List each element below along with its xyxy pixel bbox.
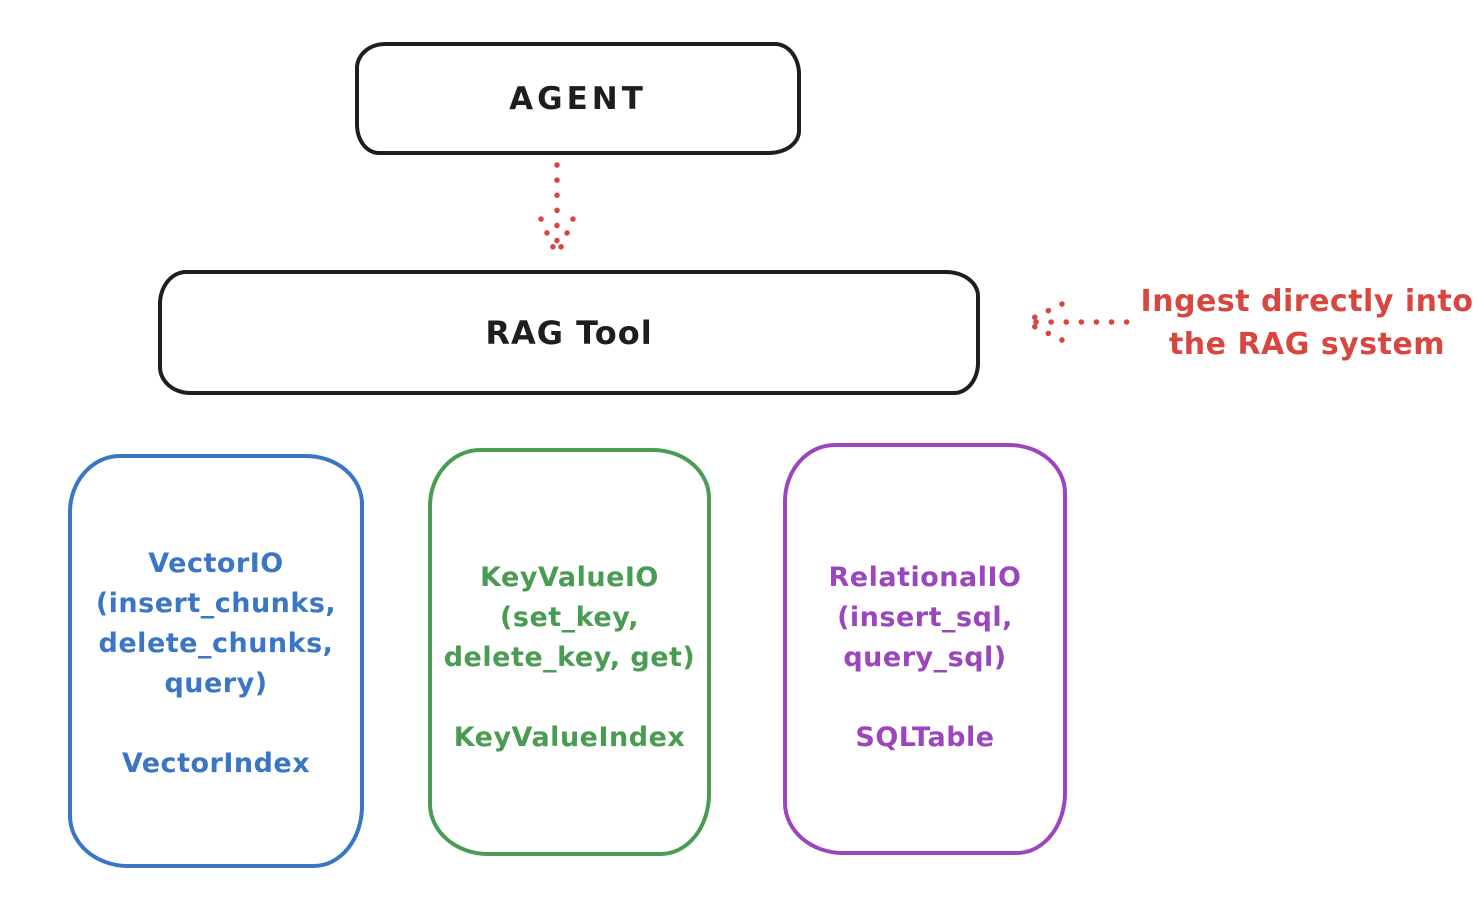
vectorindex-label: VectorIndex [121, 748, 311, 779]
keyvalueio-line: KeyValueIO [480, 562, 659, 593]
rag-tool-label: RAG Tool [485, 313, 653, 352]
ingest-annotation-line2: the RAG system [1168, 327, 1446, 362]
vectorio-box: VectorIO (insert_chunks, delete_chunks, … [68, 454, 364, 868]
arrow-agent-to-ragtool-icon [538, 162, 576, 257]
keyvalueindex-label: KeyValueIndex [453, 722, 686, 753]
vectorio-line: query) [164, 668, 268, 699]
ingest-annotation-line1: Ingest directly into [1140, 284, 1474, 319]
keyvalueio-line: (set_key, [500, 602, 639, 633]
relationalio-line: query_sql) [843, 642, 1007, 673]
agent-label: AGENT [509, 80, 647, 117]
vectorio-line: VectorIO [148, 548, 284, 579]
relationalio-line: (insert_sql, [837, 602, 1013, 633]
sqltable-label: SQLTable [855, 722, 995, 753]
rag-tool-node: RAG Tool [158, 270, 980, 395]
ingest-annotation: Ingest directly into the RAG system [1140, 280, 1474, 366]
keyvalueio-box: KeyValueIO (set_key, delete_key, get) Ke… [428, 448, 711, 856]
relationalio-box: RelationalIO (insert_sql, query_sql) SQL… [783, 443, 1067, 855]
keyvalueio-line: delete_key, get) [443, 642, 696, 673]
agent-node: AGENT [355, 42, 801, 155]
relationalio-line: RelationalIO [828, 562, 1022, 593]
arrow-ingest-icon [1024, 301, 1135, 343]
vectorio-line: (insert_chunks, [95, 588, 337, 619]
vectorio-line: delete_chunks, [98, 628, 334, 659]
